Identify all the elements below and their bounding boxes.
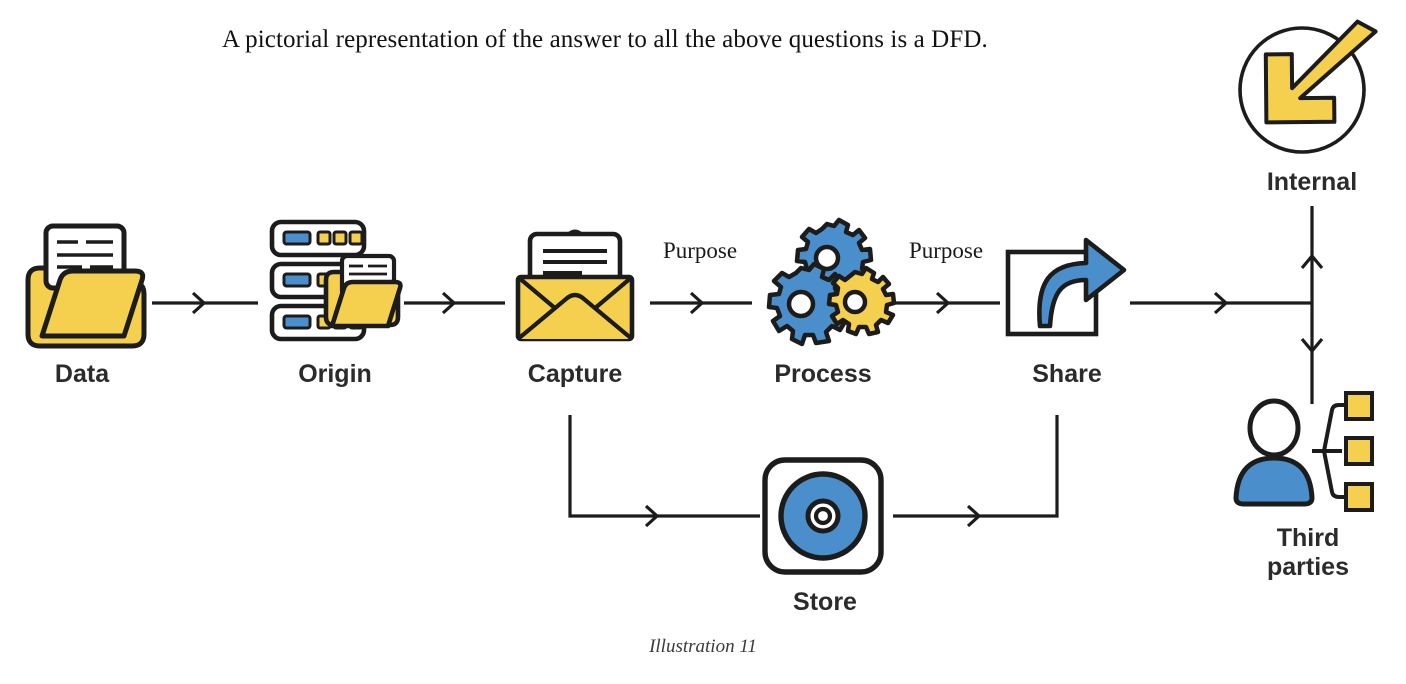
node-label-share: Share — [1032, 360, 1102, 388]
circle-inward-arrow-icon — [1236, 18, 1388, 160]
gears-icon — [757, 217, 897, 347]
server-racks-folder-icon — [268, 218, 403, 348]
edge-label-process-share: Purpose — [908, 238, 984, 263]
arrowhead-branch-internal — [1300, 253, 1324, 270]
arrowhead-branch-third-parties — [1300, 337, 1324, 354]
node-label-store: Store — [793, 588, 857, 616]
document-share-arrow-icon — [1000, 230, 1130, 340]
node-label-third-parties: Third parties — [1267, 524, 1349, 581]
folder-document-icon — [16, 218, 147, 349]
edge-capture-store — [568, 415, 760, 518]
arrowhead-share-branch — [1213, 291, 1229, 315]
node-label-origin: Origin — [298, 360, 372, 388]
arrowhead-process-share — [935, 291, 951, 315]
disc-storage-icon — [760, 455, 892, 577]
node-label-internal: Internal — [1266, 168, 1358, 196]
edge-label-capture-process: Purpose — [662, 238, 738, 263]
arrowhead-capture-store — [644, 504, 660, 528]
node-label-process: Process — [774, 360, 872, 388]
envelope-document-icon — [512, 225, 638, 343]
node-label-capture: Capture — [527, 360, 623, 388]
person-network-icon — [1228, 388, 1380, 516]
arrowhead-store-share — [966, 504, 982, 528]
node-label-data: Data — [54, 360, 110, 388]
edge-store-share — [893, 415, 1059, 518]
arrowhead-capture-process — [689, 291, 705, 315]
figure-caption: Illustration 11 — [649, 636, 757, 657]
intro-paragraph: A pictorial representation of the answer… — [222, 26, 988, 53]
gear-right — [826, 265, 897, 337]
arrowhead-origin-capture — [441, 291, 457, 315]
arrowhead-data-origin — [191, 291, 207, 315]
